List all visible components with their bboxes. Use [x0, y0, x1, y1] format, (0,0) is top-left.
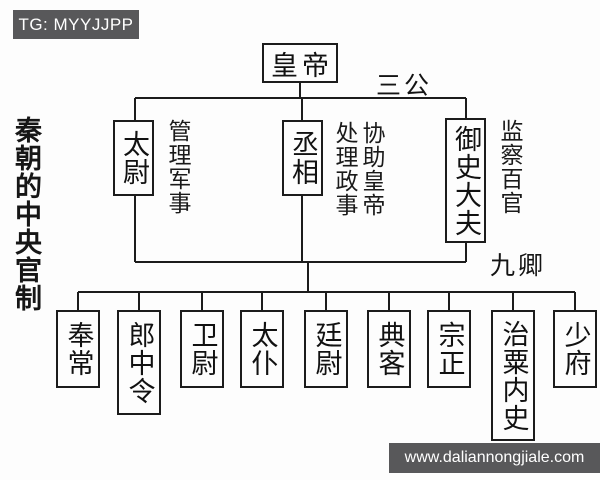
duty-taiwei: 管理军事: [164, 119, 190, 215]
node-yushidafu: 御史大夫: [445, 118, 486, 243]
node-minister-fengchang: 奉常: [56, 310, 100, 388]
watermark-top: TG: MYYJJPP: [13, 10, 139, 39]
node-minister-dianke: 典客: [367, 310, 411, 388]
node-minister-taipu: 太仆: [240, 310, 284, 388]
node-emperor: 皇帝: [262, 43, 338, 83]
duty-chengxiang-col-left: 处理政事: [331, 121, 357, 217]
watermark-bottom: www.daliannongjiale.com: [389, 443, 600, 473]
node-taiwei: 太尉: [113, 120, 154, 196]
node-minister-weiwei: 卫尉: [180, 310, 224, 388]
node-minister-tingwei: 廷尉: [304, 310, 348, 388]
duty-yushidafu: 监察百官: [496, 119, 522, 215]
node-minister-zongzheng: 宗正: [427, 310, 471, 388]
node-minister-zhisuneishi: 治粟内史: [491, 310, 535, 441]
label-three-dukes: 三公: [376, 71, 433, 100]
duty-chengxiang: 协助皇帝 处理政事: [330, 121, 384, 221]
node-minister-shaofu: 少府: [553, 310, 597, 388]
node-minister-langzhongling: 郎中令: [117, 310, 161, 415]
label-nine-ministers: 九卿: [490, 251, 547, 280]
duty-chengxiang-col-right: 协助皇帝: [358, 121, 384, 217]
diagram-title: 秦朝的中央官制: [10, 116, 41, 312]
node-chengxiang: 丞相: [282, 120, 323, 196]
